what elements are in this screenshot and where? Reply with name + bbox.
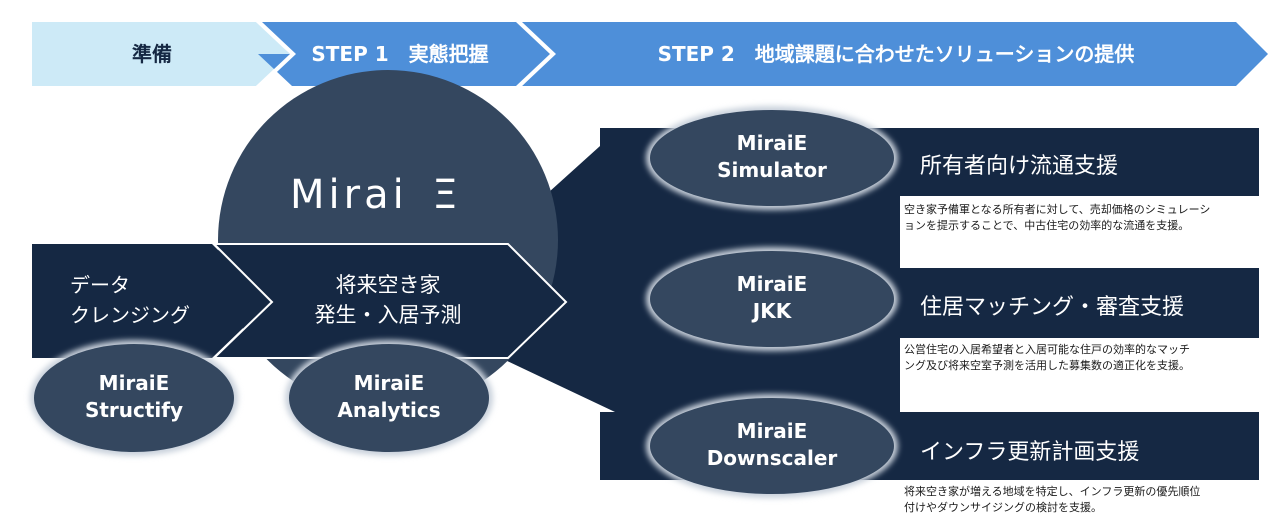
simulator-line1: MiraiE	[736, 131, 808, 155]
downscaler-ellipse	[650, 398, 894, 494]
solution-desc-distribution: 空き家予備軍となる所有者に対して、売却価格のシミュレーシ ョンを提示することで、…	[904, 202, 1210, 234]
data-cleansing-line1: データ	[70, 273, 130, 297]
solution-desc-infrastructure-line2: 付けやダウンサイジングの検討を支援。	[904, 501, 1102, 514]
solution-title-matching: 住居マッチング・審査支援	[920, 295, 1185, 320]
solution-desc-infrastructure: 将来空き家が増える地域を特定し、インフラ更新の優先順位 付けやダウンサイジングの…	[904, 484, 1200, 516]
step-2-chevron	[520, 22, 1268, 86]
solution-title-distribution: 所有者向け流通支援	[920, 154, 1119, 179]
step-1-label: STEP 1 実態把握	[311, 42, 489, 66]
jkk-line2: JKK	[752, 299, 792, 323]
structify-line1: MiraiE	[98, 371, 170, 395]
downscaler-line2: Downscaler	[706, 446, 838, 470]
analytics-ellipse	[289, 344, 489, 452]
analytics-line2: Analytics	[337, 398, 441, 422]
step-2-label: STEP 2 地域課題に合わせたソリューションの提供	[657, 42, 1135, 66]
downscaler-line1: MiraiE	[736, 419, 808, 443]
analytics-line1: MiraiE	[353, 371, 425, 395]
forecast-arrow-outline	[211, 243, 568, 359]
downscaler-label: MiraiE Downscaler	[672, 418, 872, 472]
solution-desc-distribution-line2: ョンを提示することで、中古住宅の効率的な流通を支援。	[904, 219, 1190, 232]
solution-desc-distribution-line1: 空き家予備軍となる所有者に対して、売却価格のシミュレーシ	[904, 203, 1211, 216]
mirai-logo: Mirai Ξ	[290, 172, 490, 218]
forecast-arrow	[214, 244, 566, 358]
structify-line2: Structify	[84, 398, 184, 422]
jkk-line1: MiraiE	[736, 272, 808, 296]
forecast-line1: 将来空き家	[335, 273, 441, 297]
forecast-line2: 発生・入居予測	[314, 303, 462, 327]
solution-title-infrastructure: インフラ更新計画支援	[920, 440, 1140, 465]
simulator-label: MiraiE Simulator	[672, 130, 872, 184]
jkk-ellipse	[650, 251, 894, 347]
step-1-chevron	[258, 22, 552, 86]
cleansing-arrow	[32, 244, 270, 358]
solution-desc-matching-line2: ング及び将来空室予測を活用した募集数の適正化を支援。	[904, 359, 1190, 372]
mirai-logo-text: Mirai	[290, 172, 408, 218]
structify-label: MiraiE Structify	[44, 370, 224, 424]
analytics-label: MiraiE Analytics	[299, 370, 479, 424]
step-prep-label: 準備	[132, 42, 172, 66]
step-prep-chevron	[32, 22, 290, 86]
data-cleansing-line2: クレンジング	[70, 303, 190, 327]
data-cleansing-label: データ クレンジング	[42, 270, 202, 330]
solution-desc-matching-line1: 公営住宅の入居希望者と入居可能な住戸の効率的なマッチ	[904, 343, 1190, 356]
jkk-label: MiraiE JKK	[672, 271, 872, 325]
solution-desc-matching: 公営住宅の入居希望者と入居可能な住戸の効率的なマッチ ング及び将来空室予測を活用…	[904, 342, 1190, 374]
mirai-logo-mark-icon: Ξ	[432, 172, 462, 218]
simulator-line2: Simulator	[717, 158, 827, 182]
solution-desc-infrastructure-line1: 将来空き家が増える地域を特定し、インフラ更新の優先順位	[904, 485, 1201, 498]
simulator-ellipse	[650, 110, 894, 206]
structify-ellipse	[34, 344, 234, 452]
forecast-label: 将来空き家 発生・入居予測	[268, 270, 508, 330]
